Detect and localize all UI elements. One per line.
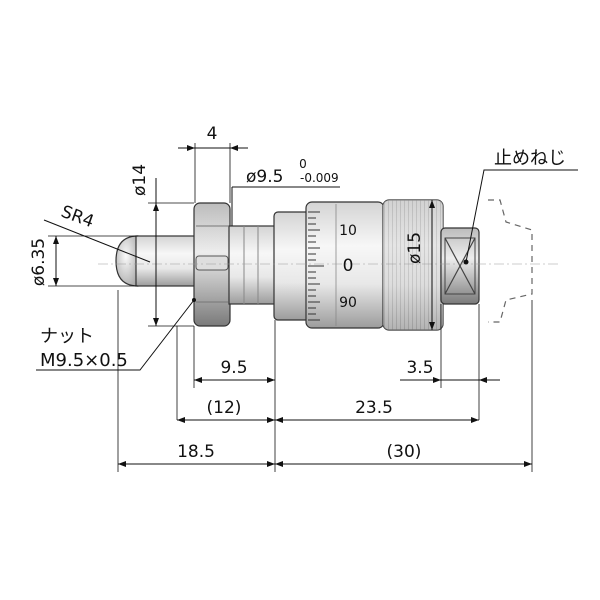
scale-labels: 10 0 90: [339, 223, 357, 311]
dim-spindle-diameter: ø6.35: [29, 238, 49, 286]
lock-screw-label: 止めねじ: [494, 148, 566, 169]
dimension-lines: [36, 143, 578, 472]
scale-label-zero: 0: [343, 256, 354, 276]
ghost-outline: [488, 199, 533, 323]
dim-top-width: 4: [207, 124, 218, 144]
dim-spindle-to-sleeve: (12): [207, 398, 242, 418]
scale-label-top: 10: [339, 223, 357, 239]
dim-nut-to-sleeve: 9.5: [220, 358, 247, 378]
nut-label: ナット: [40, 326, 94, 347]
dim-stem-diameter: ø9.5: [246, 167, 283, 187]
sleeve: [273, 211, 311, 321]
dim-nut-diameter: ø14: [130, 164, 150, 196]
callout-labels: 止めねじ ナット M9.5×0.5: [40, 148, 566, 371]
scale-graduations: [308, 211, 324, 321]
dim-left-total: 18.5: [177, 442, 215, 462]
scale-label-bottom: 90: [339, 295, 357, 311]
dimension-texts: 4 ø14 ø9.5 0 -0.009 SR4 ø6.35 ø15 9.5 3.…: [29, 124, 434, 462]
dim-thimble-diameter: ø15: [405, 232, 425, 264]
spindle-tip: [115, 235, 139, 287]
stem: [228, 225, 276, 305]
dim-stem-tol-upper: 0: [299, 157, 307, 171]
dim-sleeve-to-end: 23.5: [355, 398, 393, 418]
part-body: [98, 199, 560, 331]
dim-stem-tol-lower: -0.009: [300, 171, 339, 185]
dim-right-total: (30): [387, 442, 422, 462]
spindle: [135, 235, 197, 287]
dim-ratchet-len: 3.5: [406, 358, 433, 378]
nut-spec-label: M9.5×0.5: [40, 350, 128, 371]
nut-flat: [195, 255, 229, 271]
